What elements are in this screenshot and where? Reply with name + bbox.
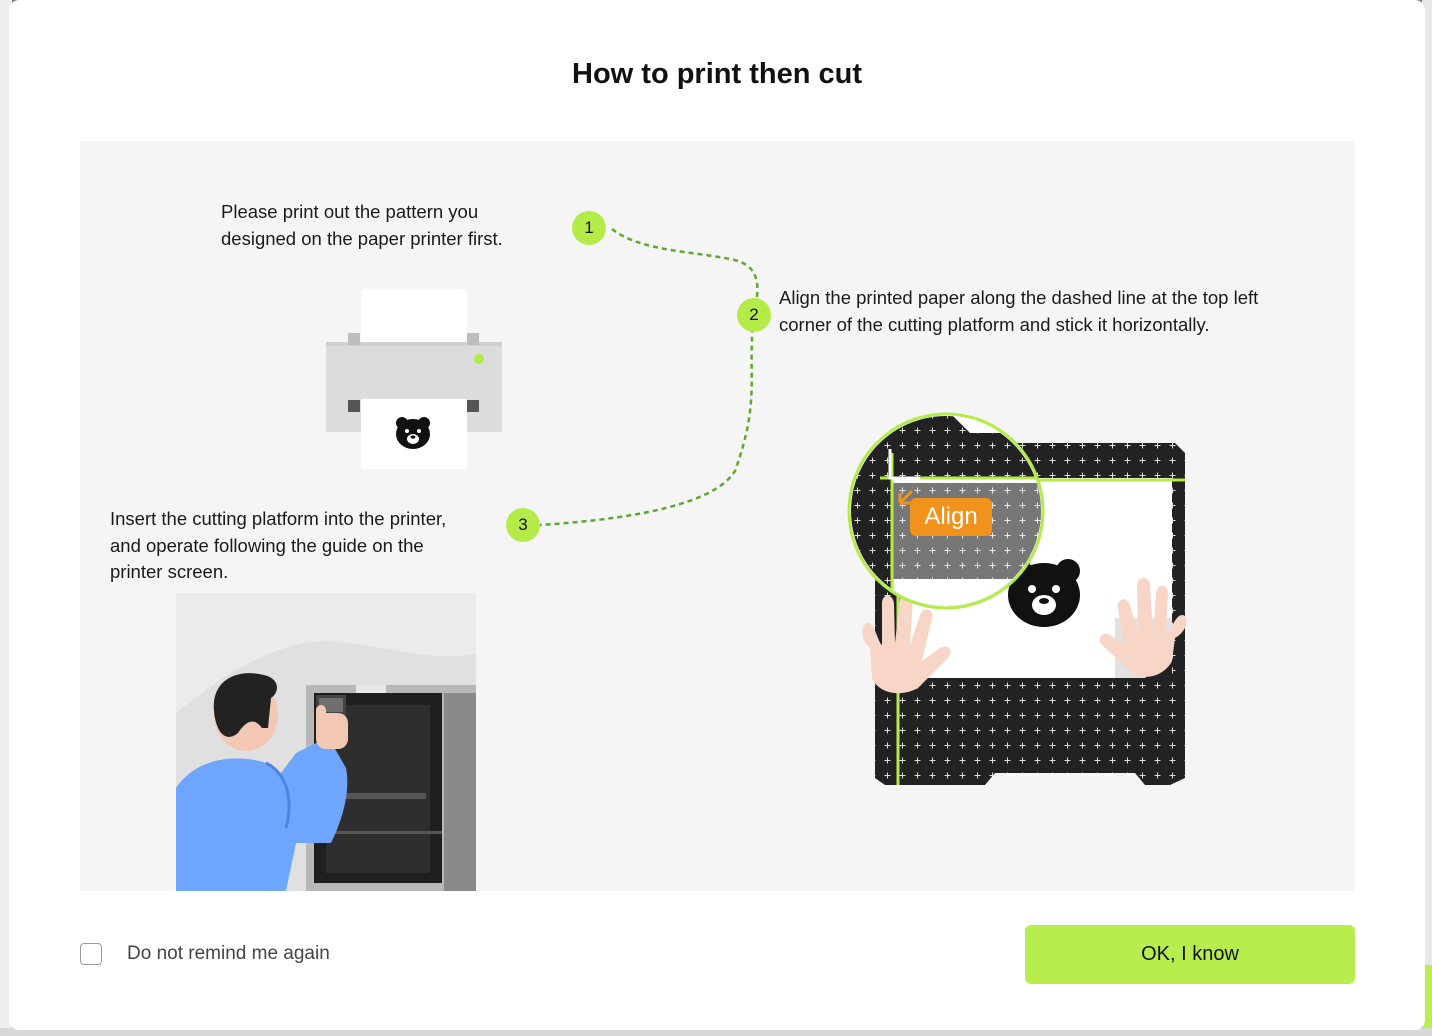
step-3-line: and operate following the guide on the: [110, 534, 424, 556]
cutting-platform-illustration: [847, 412, 1187, 785]
step-2-line: corner of the cutting platform and stick…: [779, 313, 1210, 335]
bear-icon: [396, 417, 430, 449]
step-3-line: Insert the cutting platform into the pri…: [110, 508, 447, 529]
step-3-line: printer screen.: [110, 561, 229, 582]
ok-button[interactable]: OK, I know: [1025, 925, 1355, 984]
align-badge: Align: [910, 498, 992, 536]
background-app-right: [1422, 0, 1432, 1036]
print-then-cut-dialog: How to print then cut Please print out t…: [9, 0, 1425, 1030]
remind-label[interactable]: Do not remind me again: [127, 943, 330, 964]
person-illustration: [176, 593, 476, 891]
background-green-button: [1422, 965, 1432, 1030]
step-1-line: designed on the paper printer first.: [221, 227, 503, 249]
hand-icon: [1099, 577, 1187, 677]
step-1-line: Please print out the pattern you: [221, 201, 479, 222]
step-2-line: Align the printed paper along the dashed…: [779, 287, 1259, 308]
step-1-badge: 1: [572, 211, 606, 245]
step-2-badge: 2: [737, 298, 771, 332]
printer-illustration: [326, 289, 502, 469]
dialog-title: How to print then cut: [572, 58, 862, 90]
step-3-badge: 3: [506, 508, 540, 542]
step-3-text: Insert the cutting platform into the pri…: [110, 506, 446, 586]
step-2-text: Align the printed paper along the dashed…: [779, 285, 1258, 338]
instructions-panel: Please print out the pattern you designe…: [80, 141, 1355, 891]
step-1-text: Please print out the pattern you designe…: [221, 199, 503, 252]
hand-icon: [862, 590, 951, 694]
background-app-bottom: [0, 1028, 1432, 1036]
step-connector-path: [539, 228, 759, 527]
remind-checkbox[interactable]: [80, 943, 102, 965]
